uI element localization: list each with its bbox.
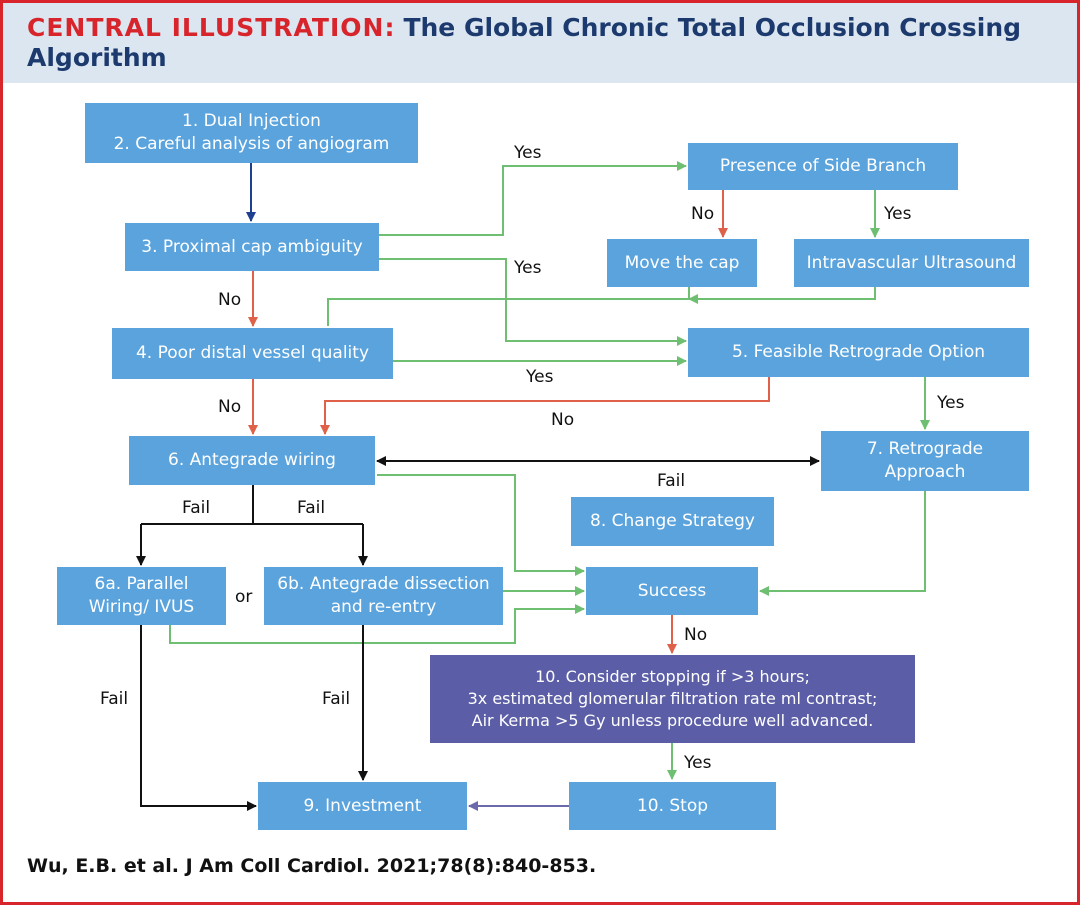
side-branch-box: Presence of Side Branch (688, 143, 958, 190)
step-4-text: 4. Poor distal vessel quality (135, 343, 370, 363)
step-6-text: 6. Antegrade wiring (168, 450, 336, 470)
edge-7-to-success (759, 491, 926, 596)
step-10-consider-line1: 10. Consider stopping if >3 hours; (535, 667, 810, 686)
side-branch-text: Presence of Side Branch (719, 156, 927, 176)
label-fail-6-7: Fail (657, 471, 686, 491)
header-lead: CENTRAL ILLUSTRATION: (27, 13, 396, 42)
edge-3-to-5 (379, 258, 687, 346)
header-title: The Global Chronic Total Occlusion Cross… (27, 13, 1022, 72)
step-10-stop-box: 10. Stop (569, 782, 776, 830)
step-1-2-box: 1. Dual Injection 2. Careful analysis of… (85, 103, 418, 163)
edge-move-cap-ivus-to-4 (327, 287, 876, 326)
label-no-from-3: No (218, 290, 242, 310)
move-cap-box: Move the cap (607, 239, 757, 287)
step-6b-box: 6b. Antegrade dissection and re-entry (264, 567, 503, 625)
figure-header: CENTRAL ILLUSTRATION:The Global Chronic … (3, 3, 1077, 83)
label-no-from-5: No (551, 410, 575, 430)
move-cap-text: Move the cap (624, 252, 740, 273)
label-or: or (235, 587, 253, 607)
step-6a-text-line1: 6a. Parallel (94, 574, 189, 594)
label-fail-6a-down: Fail (100, 689, 129, 709)
step-10-consider-box: 10. Consider stopping if >3 hours; 3x es… (430, 655, 915, 743)
label-yes-retro-from-3: Yes (514, 258, 542, 278)
label-yes-from-5: Yes (937, 393, 965, 413)
label-no-from-4: No (218, 397, 242, 417)
label-yes-from-4: Yes (526, 367, 554, 387)
edge-6a-to-9 (140, 625, 257, 811)
label-fail-6b: Fail (297, 498, 326, 518)
step-6b-text-line1: 6b. Antegrade dissection (277, 574, 490, 594)
step-7-box: 7. Retrograde Approach (821, 431, 1029, 491)
step-7-text-line2: Approach (884, 462, 966, 482)
flowchart-connectors (136, 161, 930, 811)
label-yes-ivus: Yes (884, 204, 912, 224)
step-7-text-line1: 7. Retrograde (866, 439, 984, 459)
step-3-text: 3. Proximal cap ambiguity (141, 236, 363, 257)
edge-6a-to-success (169, 604, 585, 644)
citation: Wu, E.B. et al. J Am Coll Cardiol. 2021;… (27, 855, 597, 877)
success-text: Success (637, 580, 707, 601)
step-6b-text-line2: and re-entry (330, 597, 437, 617)
edge-6-to-success (377, 474, 585, 576)
label-no-move-cap: No (691, 204, 715, 224)
ivus-text: Intravascular Ultrasound (806, 252, 1017, 273)
step-6-box: 6. Antegrade wiring (129, 436, 375, 485)
edge-6-split (141, 485, 363, 525)
step-1-text: 1. Dual Injection (182, 111, 321, 131)
label-fail-6b-down: Fail (322, 689, 351, 709)
step-8-text: 8. Change Strategy (590, 511, 755, 531)
label-no-success: No (684, 625, 708, 645)
step-5-text: 5. Feasible Retrograde Option (731, 342, 986, 362)
step-5-box: 5. Feasible Retrograde Option (688, 328, 1029, 377)
edge-3-to-side-branch (379, 161, 687, 236)
step-4-box: 4. Poor distal vessel quality (112, 328, 393, 379)
step-2-text: 2. Careful analysis of angiogram (113, 134, 390, 154)
edge-5-to-6 (320, 377, 770, 435)
step-9-text: 9. Investment (303, 795, 422, 816)
step-3-box: 3. Proximal cap ambiguity (125, 223, 379, 271)
ivus-box: Intravascular Ultrasound (794, 239, 1029, 287)
label-yes-stop: Yes (684, 753, 712, 773)
step-10-consider-line3: Air Kerma >5 Gy unless procedure well ad… (471, 711, 874, 730)
step-10-stop-text: 10. Stop (636, 795, 709, 816)
step-10-consider-line2: 3x estimated glomerular filtration rate … (467, 689, 878, 708)
step-6a-text-line2: Wiring/ IVUS (88, 597, 195, 617)
step-6a-box: 6a. Parallel Wiring/ IVUS (57, 567, 226, 625)
label-fail-6a: Fail (182, 498, 211, 518)
step-9-box: 9. Investment (258, 782, 467, 830)
step-8-box: 8. Change Strategy (571, 497, 774, 546)
success-box: Success (586, 567, 758, 615)
label-yes-side-branch: Yes (514, 143, 542, 163)
